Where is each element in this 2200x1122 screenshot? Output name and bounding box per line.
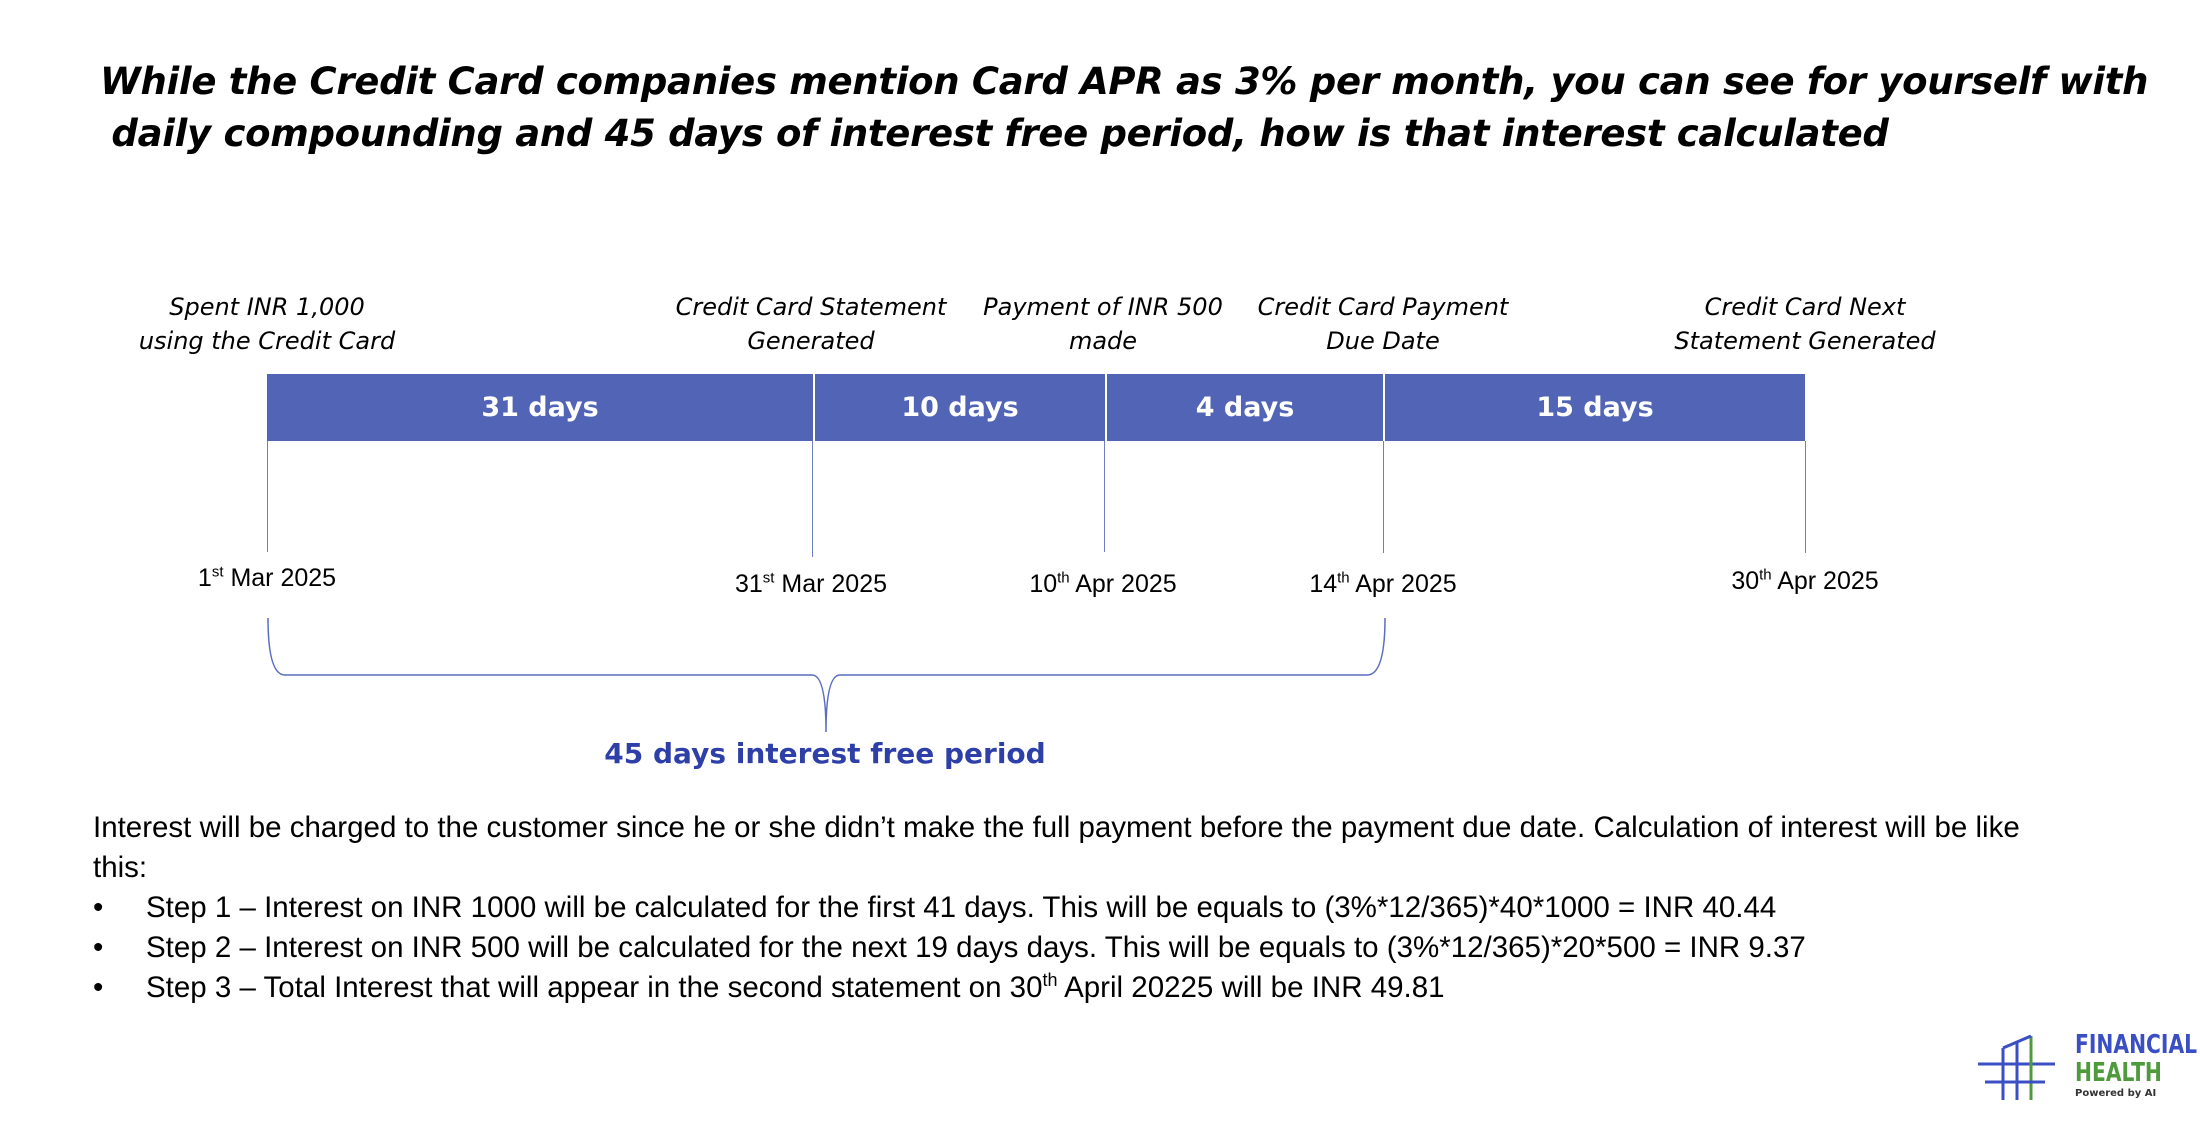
timeline-marker-line: [1383, 441, 1384, 553]
step-item: • Step 2 – Interest on INR 500 will be c…: [93, 928, 2023, 968]
event-label-line: Generated: [747, 327, 875, 355]
bullet: •: [93, 891, 104, 924]
interest-explanation: Interest will be charged to the customer…: [93, 808, 2023, 1008]
date-label-31-mar: 31st Mar 2025: [734, 569, 888, 598]
title-line-1: While the Credit Card companies mention …: [100, 60, 2149, 103]
event-label-line: Credit Card Statement: [675, 293, 947, 321]
event-label-next-statement: Credit Card Next Statement Generated: [1625, 290, 1985, 358]
interest-free-period-label: 45 days interest free period: [604, 737, 1046, 770]
bullet: •: [93, 931, 104, 964]
event-label-statement: Credit Card Statement Generated: [631, 290, 991, 358]
financial-health-logo-icon: [1978, 1034, 2055, 1100]
step-list: • Step 1 – Interest on INR 1000 will be …: [93, 888, 2023, 1008]
step-item: • Step 1 – Interest on INR 1000 will be …: [93, 888, 2023, 928]
page-title: While the Credit Card companies mention …: [100, 56, 2149, 160]
bullet: •: [93, 971, 104, 1004]
event-label-line: Spent INR 1,000: [169, 293, 365, 321]
step-text: Step 1 – Interest on INR 1000 will be ca…: [146, 891, 1777, 924]
timeline-segment-4-days: 4 days: [1105, 374, 1383, 441]
step-text: Step 3 – Total Interest that will appear…: [146, 970, 1445, 1004]
financial-health-logo: FINANCIAL HEALTH Powered by AI: [1975, 1020, 2197, 1120]
logo-line-health: HEALTH: [2075, 1058, 2162, 1088]
date-label-1-mar: 1st Mar 2025: [197, 563, 337, 592]
timeline-marker-line: [812, 441, 813, 557]
timeline-segment-10-days: 10 days: [813, 374, 1105, 441]
event-label-line: Credit Card Next: [1704, 293, 1906, 321]
logo-text: FINANCIAL HEALTH Powered by AI: [2075, 1032, 2200, 1099]
logo-tagline: Powered by AI: [2075, 1088, 2157, 1099]
event-label-payment: Payment of INR 500 made: [923, 290, 1283, 358]
event-label-spent: Spent INR 1,000 using the Credit Card: [87, 290, 447, 358]
title-line-2: daily compounding and 45 days of interes…: [111, 112, 1889, 155]
timeline-bar: 31 days 10 days 4 days 15 days: [267, 374, 1805, 441]
event-label-line: made: [1068, 327, 1138, 355]
event-label-line: using the Credit Card: [138, 327, 396, 355]
event-label-line: Payment of INR 500: [983, 293, 1223, 321]
step-text: Step 2 – Interest on INR 500 will be cal…: [146, 931, 1806, 964]
event-label-line: Due Date: [1326, 327, 1440, 355]
date-label-10-apr: 10th Apr 2025: [1029, 569, 1177, 598]
event-label-line: Statement Generated: [1674, 327, 1936, 355]
explanation-intro: Interest will be charged to the customer…: [93, 811, 2020, 884]
timeline-segment-15-days: 15 days: [1383, 374, 1805, 441]
logo-line-financial: FINANCIAL: [2075, 1030, 2198, 1060]
date-label-30-apr: 30th Apr 2025: [1731, 566, 1879, 595]
timeline-segment-31-days: 31 days: [267, 374, 813, 441]
event-label-due-date: Credit Card Payment Due Date: [1203, 290, 1563, 358]
timeline-marker-line: [1805, 441, 1806, 553]
event-label-line: Credit Card Payment: [1257, 293, 1509, 321]
date-label-14-apr: 14th Apr 2025: [1309, 569, 1457, 598]
timeline-marker-line: [267, 441, 268, 552]
timeline-marker-line: [1104, 441, 1105, 552]
step-item: • Step 3 – Total Interest that will appe…: [93, 968, 2023, 1008]
